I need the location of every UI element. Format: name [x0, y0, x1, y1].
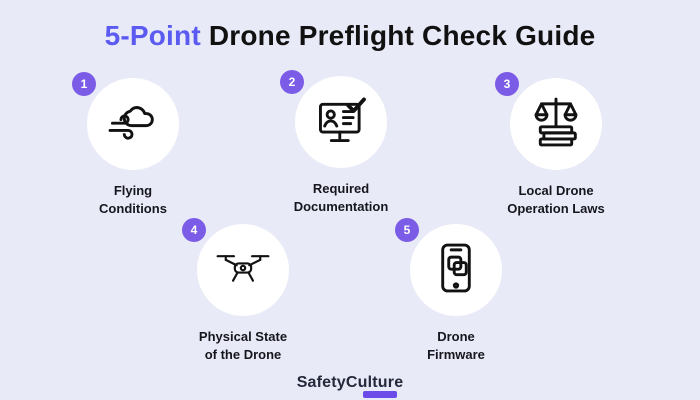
step-number-badge: 2 — [280, 70, 304, 94]
safetyculture-logo: SafetyCulture — [296, 374, 404, 398]
step-label: Physical State of the Drone — [198, 329, 288, 362]
step-item-physical-state-of-drone: 4 — [168, 218, 318, 363]
step-number-badge: 1 — [72, 72, 96, 96]
step-label: Local Drone Operation Laws — [507, 183, 605, 216]
step-item-required-documentation: 2 Required Docume — [266, 70, 416, 215]
title-accent: 5-Point — [104, 20, 201, 51]
step-number-badge: 4 — [182, 218, 206, 242]
logo-text: SafetyCulture — [296, 374, 404, 391]
step-label: Drone Firmware — [427, 329, 485, 362]
monitor-document-check-icon — [312, 91, 370, 154]
icon-circle — [197, 224, 289, 316]
icon-circle — [87, 78, 179, 170]
footer: SafetyCulture — [0, 374, 700, 398]
icon-circle — [410, 224, 502, 316]
title-rest: Drone Preflight Check Guide — [200, 20, 596, 51]
step-number-badge: 3 — [495, 72, 519, 96]
step-item-drone-firmware: 5 Drone Firmware — [381, 218, 531, 363]
scales-books-icon — [527, 93, 585, 156]
phone-firmware-icon — [427, 239, 485, 302]
page-title: 5-Point Drone Preflight Check Guide — [0, 20, 700, 52]
step-label: Flying Conditions — [99, 183, 167, 216]
logo-accent-mark — [363, 391, 398, 398]
drone-icon — [214, 239, 272, 302]
icon-circle — [510, 78, 602, 170]
icon-circle — [295, 76, 387, 168]
step-label: Required Documentation — [293, 181, 389, 214]
step-number-badge: 5 — [395, 218, 419, 242]
step-item-flying-conditions: 1 Flying Conditions — [58, 72, 208, 217]
step-item-local-drone-operation-laws: 3 Local Drone O — [481, 72, 631, 217]
wind-cloud-icon — [104, 93, 162, 156]
